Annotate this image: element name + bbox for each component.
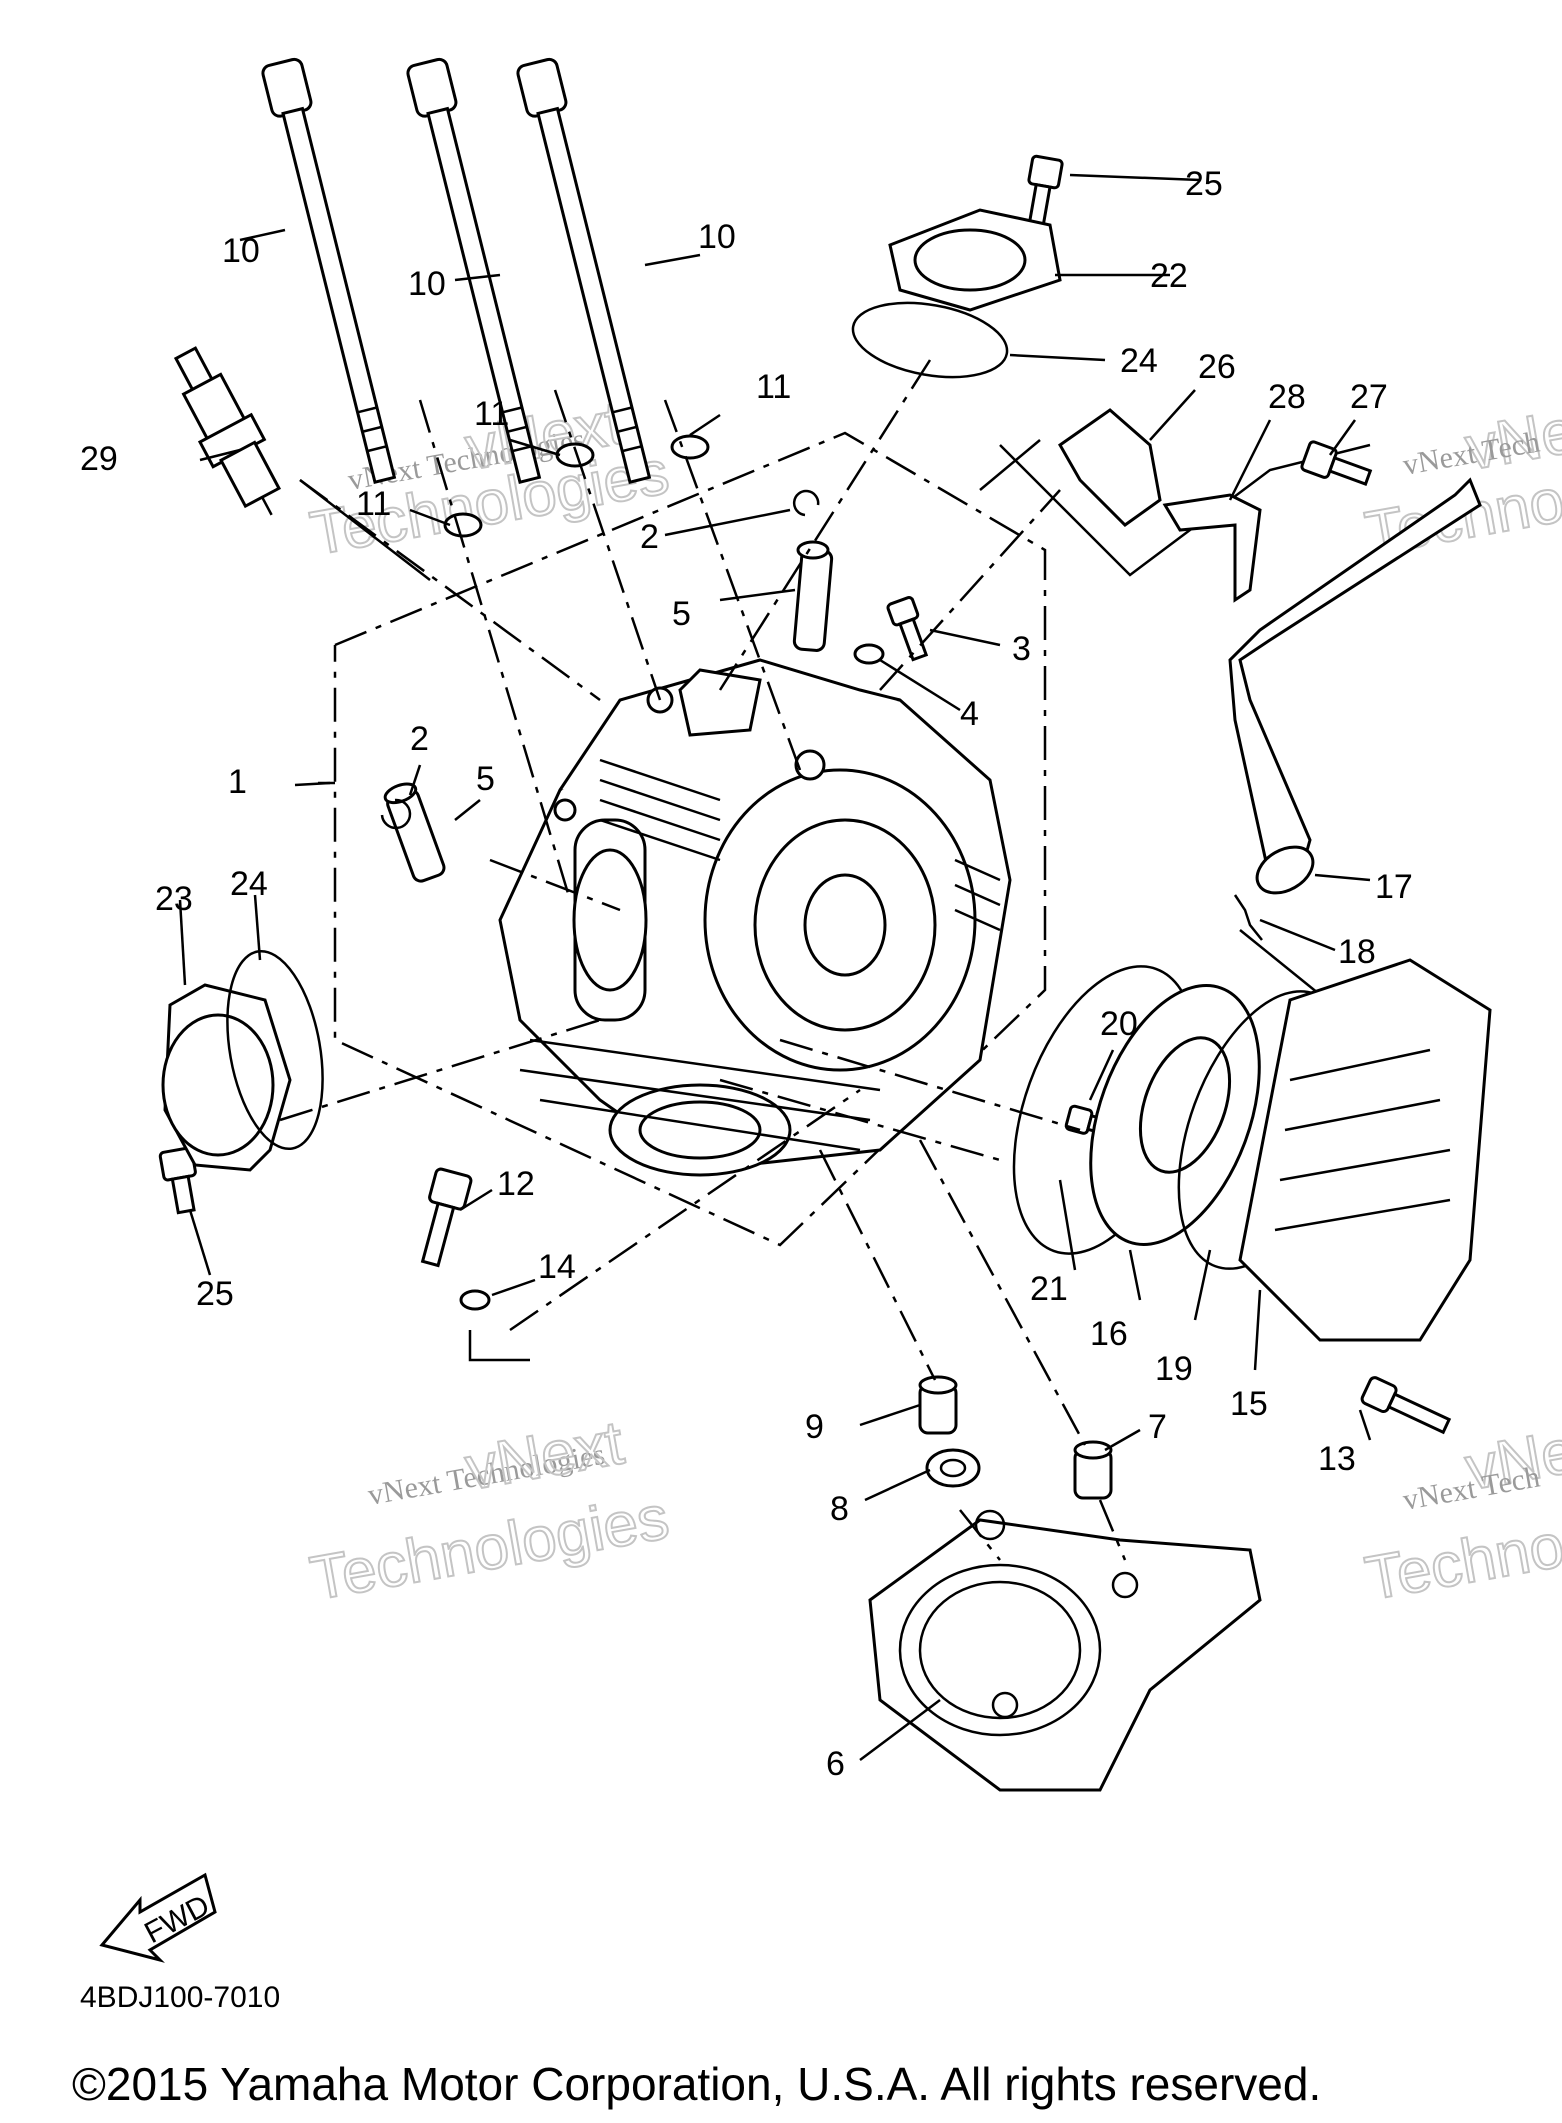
callout-24: 24 [230,865,268,903]
callout-7: 7 [1148,1408,1167,1446]
callout-29: 29 [80,440,118,478]
callout-25: 25 [196,1275,234,1313]
callout-16: 17 [1375,868,1413,906]
callout-11: 11 [356,485,391,523]
spark-plug [173,346,282,516]
valve-guides [383,540,834,883]
callout-10: 10 [408,265,446,303]
valve-cover-right [1012,958,1492,1342]
callout-20: 21 [1030,1270,1068,1308]
cylinder-head [498,658,1012,1177]
callout-5: 5 [672,595,691,633]
callout-14: 15 [1230,1385,1268,1423]
fwd-arrow: FWD [99,1872,217,1963]
callout-24: 24 [1120,342,1158,380]
callout-11: 11 [756,368,791,406]
watermarks: vNext Technologies vNext Technologies vN… [304,387,1562,1614]
callout-25: 25 [1185,165,1223,203]
callout-18: 19 [1155,1350,1193,1388]
callout-2: 2 [640,518,659,556]
callout-27: 27 [1350,378,1388,416]
dowels-and-gasket [868,1375,1262,1792]
callout-23: 23 [155,880,193,918]
callout-3: 3 [1012,630,1031,668]
callout-1: 1 [228,763,247,801]
side-cover-left [161,949,324,1172]
callout-9: 8 [830,1490,849,1528]
callout-10: 10 [222,232,260,270]
top-cover-assembly [851,208,1062,379]
callout-11: 11 [474,395,509,433]
callout-13: 14 [538,1248,576,1286]
diagram-code: 4BDJ100-7010 [80,1981,280,2014]
dash-dot-paths [279,359,1127,1561]
watermark-text: vNext [460,1408,628,1503]
callout-12: 12 [497,1165,535,1203]
breather-parts [1058,408,1482,941]
callout-26: 26 [1198,348,1236,386]
callout-10: 10 [698,218,736,256]
watermark-text: Technologies [305,1483,673,1614]
long-stud-bolts [261,57,652,484]
callout-21: 13 [1318,1440,1356,1478]
callout-4: 4 [960,695,979,733]
callout-17: 18 [1338,933,1376,971]
small-bolts [158,154,1452,1435]
callout-6: 6 [826,1745,845,1783]
callout-2: 2 [410,720,429,758]
callout-22: 22 [1150,257,1188,295]
callout-28: 28 [1268,378,1306,416]
copyright-notice: ©2015 Yamaha Motor Corporation, U.S.A. A… [72,2058,1321,2110]
callout-15: 16 [1090,1315,1128,1353]
callout-8: 9 [805,1408,824,1446]
callout-19: 20 [1100,1005,1138,1043]
watermark-text: Techno [1360,1511,1562,1614]
callout-5: 5 [476,760,495,798]
callouts: 10 10 10 29 11 11 11 2 5 3 4 2 5 1 23 24… [80,165,1413,1783]
